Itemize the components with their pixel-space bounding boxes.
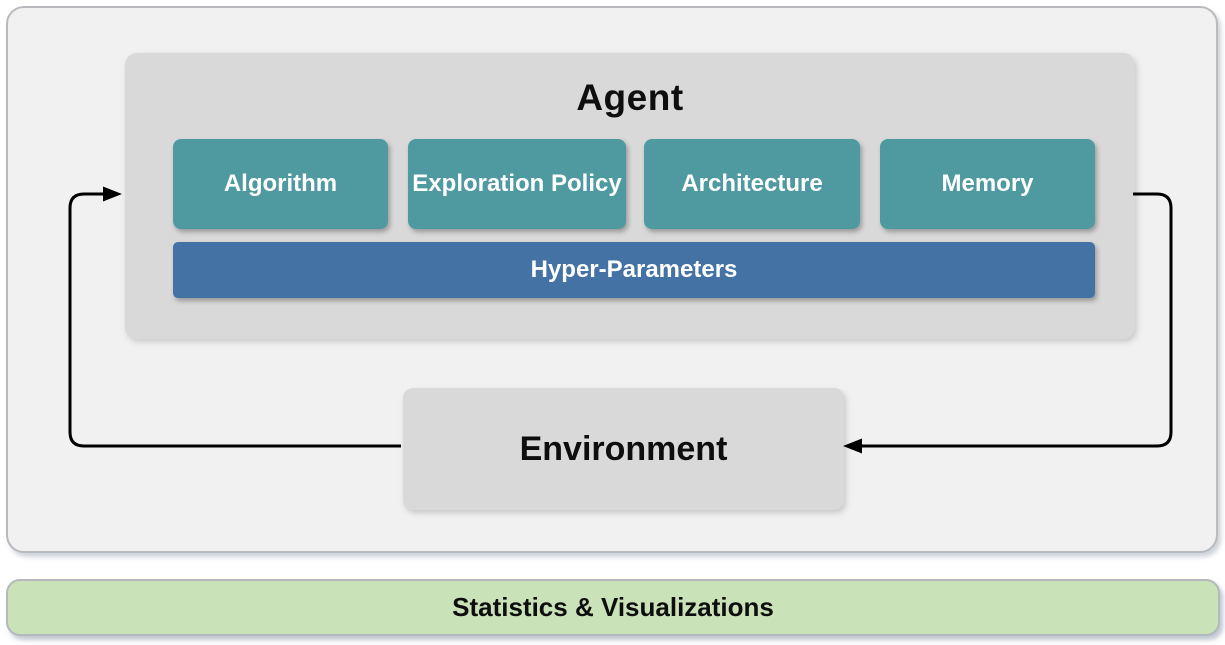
agent-module-memory: Memory [880,139,1095,229]
agent-module-algorithm-label: Algorithm [223,170,338,197]
agent-panel: Agent Algorithm Exploration Policy Archi… [125,53,1135,339]
hyper-parameters-label: Hyper-Parameters [530,256,738,283]
statistics-visualizations-bar: Statistics & Visualizations [6,579,1220,636]
interaction-loop-panel: Agent Algorithm Exploration Policy Archi… [6,6,1218,553]
agent-module-architecture: Architecture [644,139,860,229]
agent-title: Agent [576,77,684,118]
hyper-parameters-bar: Hyper-Parameters [173,242,1095,298]
statistics-visualizations-label: Statistics & Visualizations [452,592,774,622]
agent-module-algorithm: Algorithm [173,139,388,229]
agent-module-exploration-policy-label: Exploration Policy [412,170,622,197]
environment-box: Environment [403,388,844,510]
agent-module-architecture-label: Architecture [681,170,823,197]
environment-label: Environment [519,429,728,468]
agent-module-memory-label: Memory [941,170,1034,197]
agent-module-exploration-policy: Exploration Policy [408,139,626,229]
